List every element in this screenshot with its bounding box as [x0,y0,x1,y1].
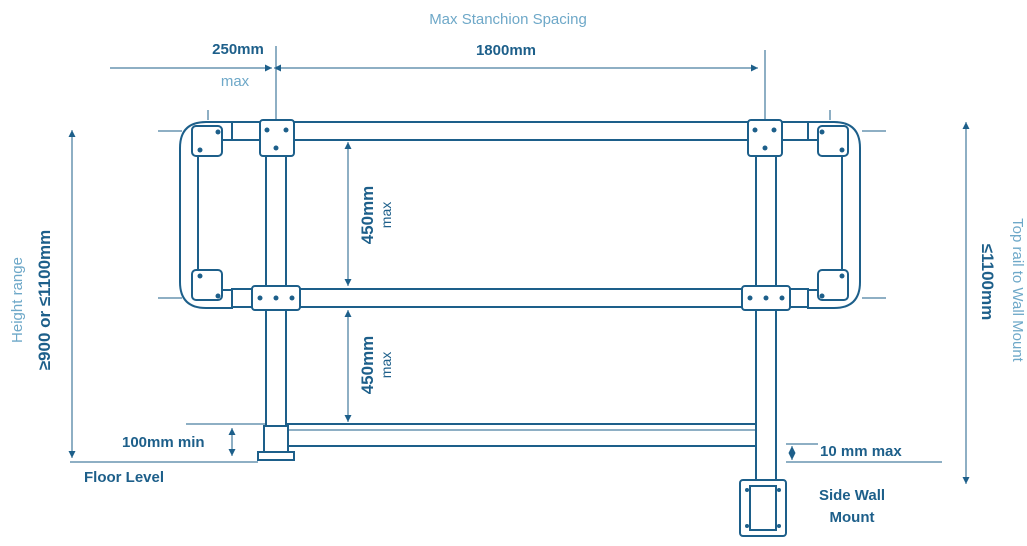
floor-lines [70,423,942,463]
side-wall-mount-label-line1: Side Wall [819,487,885,504]
top-rail-value: ≤1100mm [978,244,997,320]
dim-450mm-upper-max-label: max [378,202,394,228]
top-dimension-lines [110,46,766,125]
railing-frame [179,121,861,537]
dim-450mm-upper-label: 450mm [358,186,377,245]
side-wall-mount-label-line2: Mount [830,509,875,526]
height-range-value: ≥900 or ≤1100mm [35,230,54,371]
top-rail-to-wall-label: Top rail to Wall Mount [1009,218,1026,362]
max-stanchion-spacing-title: Max Stanchion Spacing [429,11,587,28]
height-range-label: Height range [9,257,26,343]
dim-450mm-lower-max-label: max [378,352,394,378]
max-10mm-label: 10 mm max [820,443,902,460]
dim-1800mm-label: 1800mm [476,42,536,59]
dim-250mm-label: 250mm [212,41,264,58]
floor-level-label: Floor Level [84,469,164,486]
dim-250mm-max-label: max [221,73,250,90]
dim-450mm-lower-label: 450mm [358,336,377,395]
fittings [191,119,849,528]
reference-lines [158,110,886,299]
min-100mm-label: 100mm min [122,434,205,451]
